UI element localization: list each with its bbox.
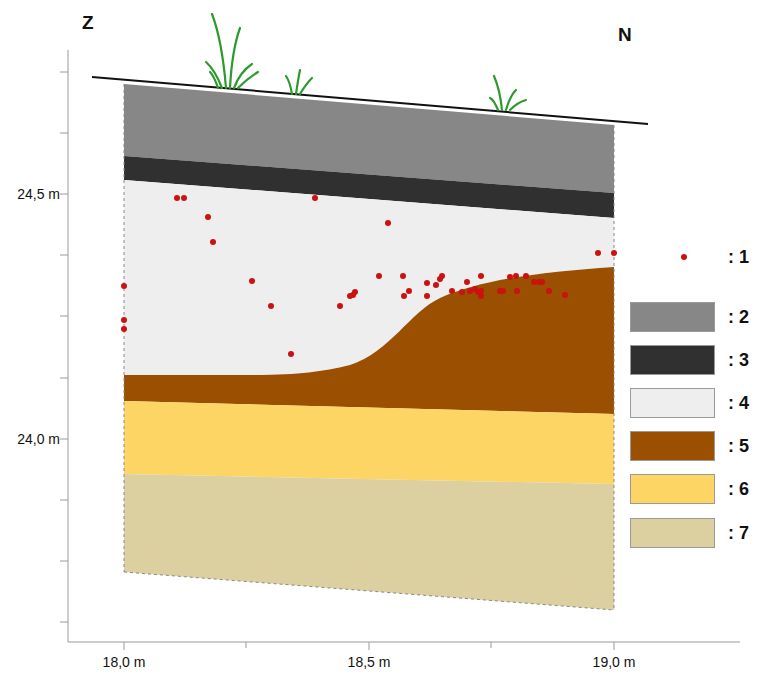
sample-dot [312, 195, 318, 201]
sample-dot [513, 273, 519, 279]
sample-dot [376, 273, 382, 279]
direction-label: Z [82, 13, 94, 32]
legend-swatch [630, 302, 715, 332]
legend-label: : 4 [728, 394, 749, 412]
sample-dot [205, 214, 211, 220]
sample-dot [210, 239, 216, 245]
soil-layer [124, 267, 614, 414]
sample-dot [181, 195, 187, 201]
sample-dot [507, 274, 513, 280]
sample-dot [439, 273, 445, 279]
sample-dot [478, 288, 484, 294]
soil-layer [124, 401, 614, 484]
sample-dot [459, 289, 465, 295]
sample-dot [523, 273, 529, 279]
sample-dot [400, 273, 406, 279]
soil-layer [124, 474, 614, 610]
sample-dot [347, 293, 353, 299]
sample-dot [514, 288, 520, 294]
sample-dot [595, 250, 601, 256]
sample-dot [288, 351, 294, 357]
legend-label: : 5 [728, 437, 749, 455]
legend-swatch [630, 518, 715, 548]
legend-label: : 6 [728, 480, 749, 498]
sample-dot [424, 280, 430, 286]
sample-dot [249, 278, 255, 284]
sample-dot [121, 317, 127, 323]
sample-dot [121, 326, 127, 332]
legend-swatch [630, 345, 715, 375]
sample-dot [406, 288, 412, 294]
sample-dot [539, 279, 545, 285]
legend-label: : 1 [728, 248, 749, 266]
sample-dot [121, 283, 127, 289]
sample-dot [546, 288, 552, 294]
axis-value: 18,5 m [348, 655, 391, 669]
legend-swatch [630, 431, 715, 461]
sample-dot [562, 292, 568, 298]
sample-dot [268, 303, 274, 309]
direction-label: N [618, 25, 632, 44]
sample-dot [352, 289, 358, 295]
sample-dot [464, 279, 470, 285]
axis-value: 24,0 m [17, 432, 60, 446]
axis-value: 18,0 m [103, 655, 146, 669]
sample-dot [401, 293, 407, 299]
legend-label: : 7 [728, 524, 749, 542]
sample-dot [385, 220, 391, 226]
sample-dot [449, 288, 455, 294]
axis-value: 19,0 m [593, 655, 636, 669]
legend-swatch [630, 474, 715, 504]
sample-dot [337, 303, 343, 309]
legend-label: : 2 [728, 308, 749, 326]
sample-dot [174, 195, 180, 201]
sample-dot [478, 273, 484, 279]
axis-value: 24,5 m [17, 187, 60, 201]
sample-dot [433, 282, 439, 288]
sample-dot [500, 288, 506, 294]
legend-label: : 3 [728, 351, 749, 369]
sample-dot [611, 250, 617, 256]
sample-dot [424, 293, 430, 299]
legend-swatch [630, 388, 715, 418]
